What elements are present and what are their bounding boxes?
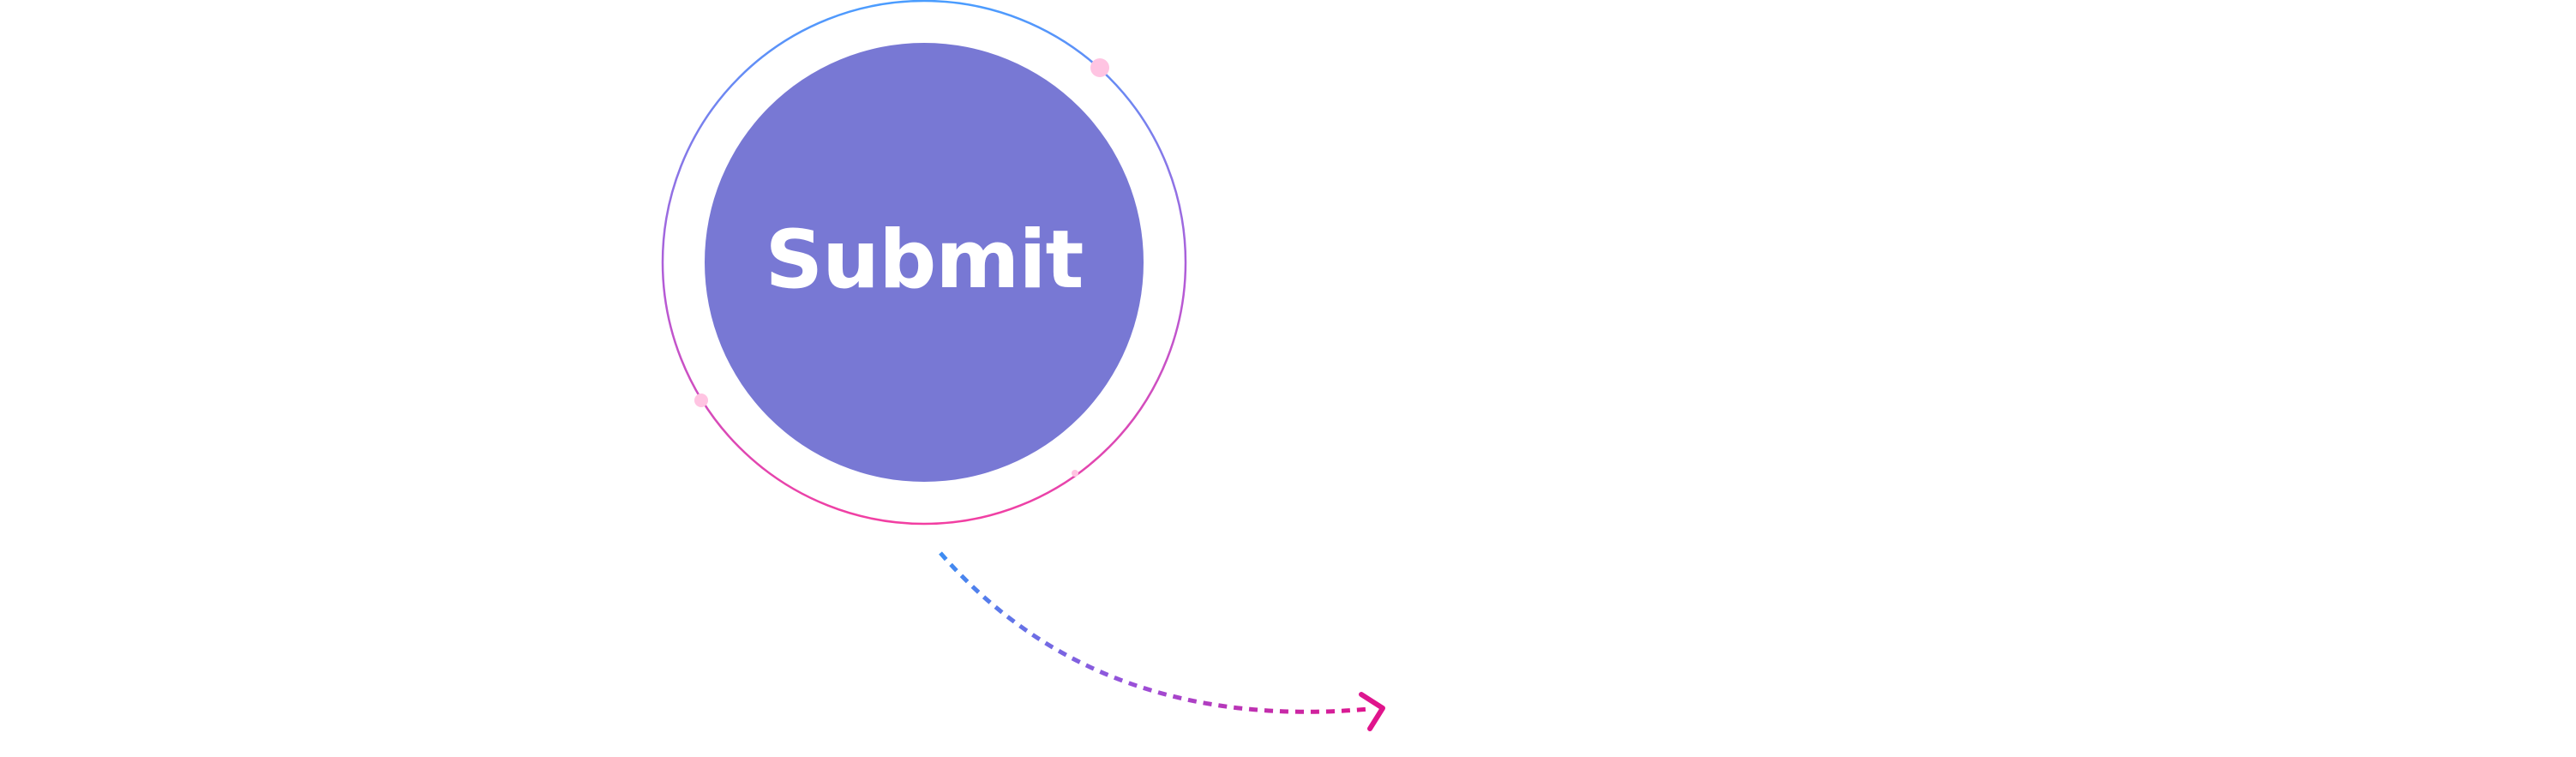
arrow-head-icon [1359, 692, 1385, 731]
sparkle-dot-left [694, 394, 708, 407]
outer-gradient-ring [661, 0, 1187, 526]
submit-button-label: Submit [765, 213, 1084, 307]
sparkle-dot-bottom-right [1072, 470, 1078, 477]
submit-button[interactable]: Submit [705, 43, 1144, 482]
sparkle-dot-top-right [1090, 58, 1109, 77]
curved-dashed-arrow-line [939, 551, 1370, 714]
